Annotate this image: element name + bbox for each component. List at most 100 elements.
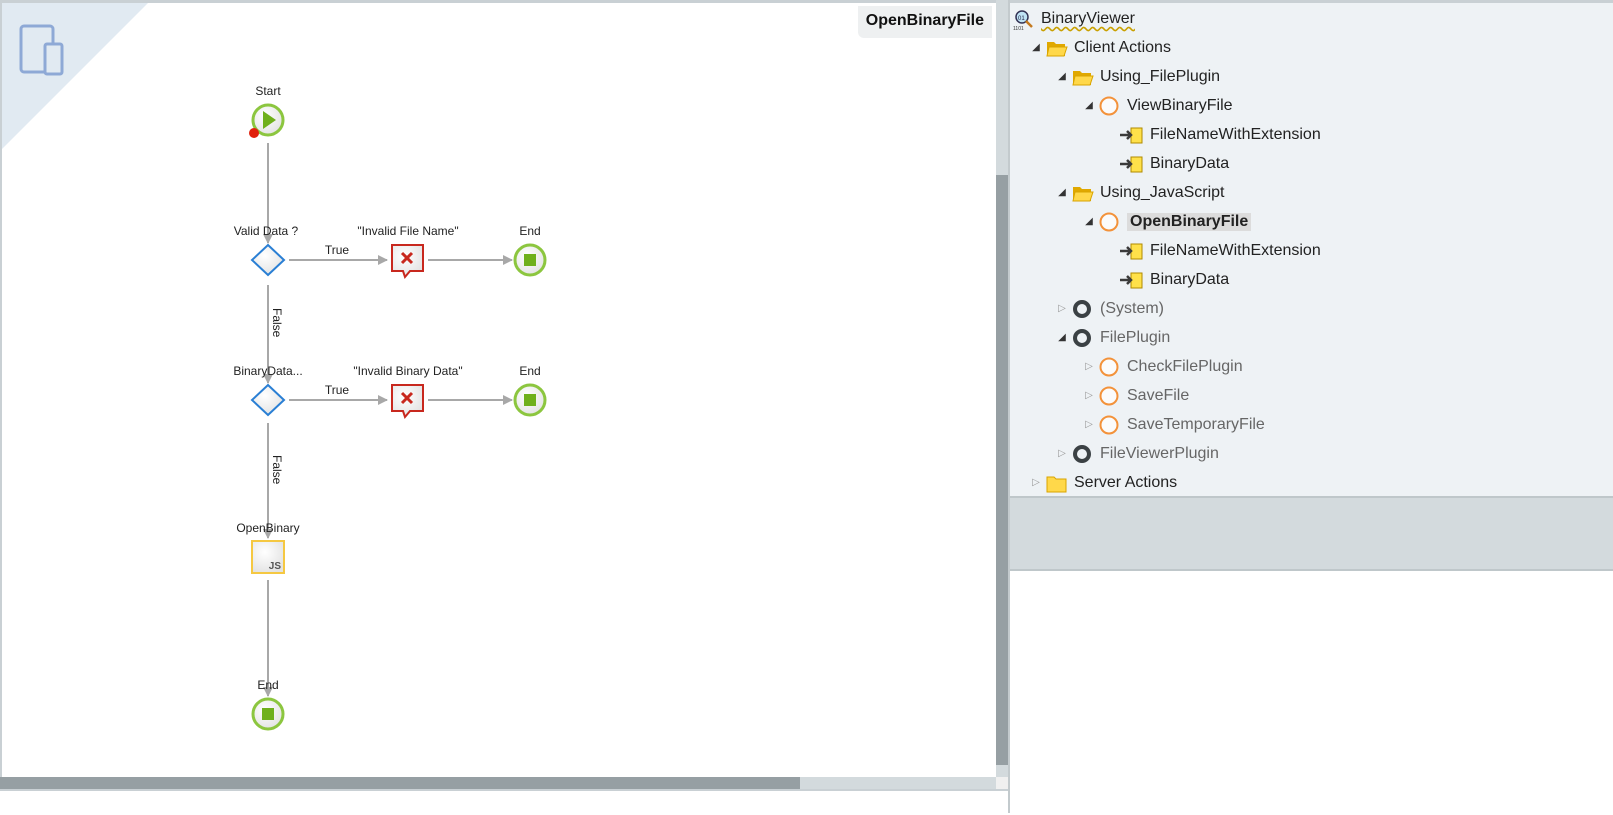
start-node[interactable] [249, 103, 285, 138]
error-message-node[interactable] [391, 384, 424, 420]
vertical-scroll-thumb[interactable] [996, 175, 1008, 765]
mobile-devices-icon [19, 24, 64, 76]
breakpoint-icon [249, 128, 259, 138]
end2-label: End [519, 364, 540, 378]
input-parameter-icon [1118, 270, 1144, 290]
tree-item[interactable]: ◢ OpenBinaryFile [1083, 209, 1252, 235]
start-label: Start [255, 84, 281, 98]
tree-item[interactable]: ▷ (System) [1056, 296, 1164, 322]
valid-data-decision[interactable] [250, 243, 286, 277]
tree-root[interactable]: 01 1101 BinaryViewer [1013, 6, 1135, 32]
panel-splitter[interactable] [1008, 0, 1010, 813]
tree-item[interactable]: BinaryData [1118, 267, 1229, 293]
end-node[interactable] [513, 383, 547, 417]
tree-item-label: SaveTemporaryFile [1127, 416, 1265, 433]
tree-item[interactable]: ◢ ViewBinaryFile [1083, 93, 1233, 119]
horizontal-scroll-thumb[interactable] [0, 777, 800, 789]
binary-viewer-module-icon: 01 1101 [1013, 9, 1035, 32]
stop-icon [524, 394, 536, 406]
tree-item-label: Using_FilePlugin [1100, 68, 1221, 85]
x-icon [400, 391, 414, 405]
x-icon [400, 251, 414, 265]
tree-item[interactable]: ◢ Using_FilePlugin [1056, 64, 1220, 90]
tree-item-label: OpenBinaryFile [1127, 213, 1252, 231]
collapsed-triangle-icon[interactable]: ▷ [1085, 390, 1093, 401]
tree-item-label: FileNameWithExtension [1150, 126, 1321, 143]
tree-item[interactable]: FileNameWithExtension [1118, 238, 1321, 264]
horizontal-scrollbar[interactable] [0, 777, 996, 789]
false-label: False [270, 308, 284, 338]
end-node[interactable] [513, 243, 547, 277]
tree-item-label: Using_JavaScript [1100, 184, 1225, 201]
flow-title: OpenBinaryFile [857, 6, 992, 38]
module-icon [1072, 299, 1094, 319]
folder-open-icon [1072, 183, 1094, 203]
tree-item[interactable]: ◢ Client Actions [1030, 35, 1171, 61]
binary-data-decision[interactable] [250, 383, 286, 417]
svg-text:1101: 1101 [1013, 26, 1024, 31]
client-action-icon [1099, 415, 1121, 435]
client-action-icon [1099, 357, 1121, 377]
play-icon [263, 111, 276, 129]
javascript-node[interactable]: JS [251, 540, 285, 574]
vertical-scrollbar[interactable] [996, 0, 1008, 777]
collapsed-triangle-icon[interactable]: ▷ [1085, 361, 1093, 372]
end1-label: End [519, 224, 540, 238]
input-parameter-icon [1118, 241, 1144, 261]
collapsed-triangle-icon[interactable]: ▷ [1032, 477, 1040, 488]
client-action-icon [1099, 212, 1121, 232]
end-node[interactable] [251, 697, 285, 731]
collapsed-triangle-icon[interactable]: ▷ [1085, 419, 1093, 430]
input-parameter-icon [1118, 125, 1144, 145]
folder-closed-icon [1046, 473, 1068, 493]
tree-item-label: ViewBinaryFile [1127, 97, 1233, 114]
mobile-corner-banner [2, 3, 148, 149]
folder-open-icon [1072, 67, 1094, 87]
expanded-triangle-icon[interactable]: ◢ [1058, 71, 1066, 82]
tree-item-label: Client Actions [1074, 39, 1171, 56]
tree-item-label: FileNameWithExtension [1150, 242, 1321, 259]
svg-text:01: 01 [1018, 16, 1025, 22]
module-icon [1072, 328, 1094, 348]
tree-item-label: BinaryData [1150, 271, 1230, 288]
js-badge: JS [269, 561, 282, 572]
client-action-icon [1099, 96, 1121, 116]
tree-item[interactable]: BinaryData [1118, 151, 1229, 177]
expanded-triangle-icon[interactable]: ◢ [1085, 216, 1093, 227]
expanded-triangle-icon[interactable]: ◢ [1058, 332, 1066, 343]
expanded-triangle-icon[interactable]: ◢ [1085, 100, 1093, 111]
tree-item[interactable]: ◢ Using_JavaScript [1056, 180, 1225, 206]
module-tree: 01 1101 BinaryViewer ◢ Client Actions ◢ Usin… [1010, 0, 1613, 496]
collapsed-triangle-icon[interactable]: ▷ [1058, 303, 1066, 314]
tree-item[interactable]: ▷ Server Actions [1030, 470, 1177, 496]
tree-item-label: (System) [1100, 300, 1164, 317]
tree-item-label: CheckFilePlugin [1127, 358, 1243, 375]
true-label: True [325, 243, 350, 257]
tree-item[interactable]: ▷ FileViewerPlugin [1056, 441, 1219, 467]
tree-item-label: Server Actions [1074, 474, 1178, 491]
tree-item[interactable]: ▷SaveFile [1083, 383, 1189, 409]
folder-open-icon [1046, 38, 1068, 58]
tree-item-label: FileViewerPlugin [1100, 445, 1219, 462]
collapsed-triangle-icon[interactable]: ▷ [1058, 448, 1066, 459]
tree-item-label: FilePlugin [1100, 329, 1171, 346]
binary-data-label: BinaryData... [233, 364, 302, 378]
tree-item[interactable]: ◢ FilePlugin [1056, 325, 1170, 351]
message1-label: "Invalid File Name" [357, 224, 458, 238]
module-icon [1072, 444, 1094, 464]
valid-data-label: Valid Data ? [234, 224, 299, 238]
false-label: False [270, 455, 284, 485]
client-action-icon [1099, 386, 1121, 406]
tree-item[interactable]: ▷ CheckFilePlugin [1083, 354, 1243, 380]
tree-item[interactable]: ▷ SaveTemporaryFile [1083, 412, 1265, 438]
properties-header [1010, 496, 1613, 571]
stop-icon [262, 708, 274, 720]
expanded-triangle-icon[interactable]: ◢ [1058, 187, 1066, 198]
tree-root-label: BinaryViewer [1041, 10, 1135, 27]
js-node-label: OpenBinary [236, 521, 299, 535]
tree-item[interactable]: FileNameWithExtension [1118, 122, 1321, 148]
expanded-triangle-icon[interactable]: ◢ [1032, 42, 1040, 53]
flow-canvas[interactable]: Start Valid Data ? True False "Invalid F… [0, 0, 996, 777]
canvas-footer [0, 789, 1010, 815]
error-message-node[interactable] [391, 244, 424, 280]
